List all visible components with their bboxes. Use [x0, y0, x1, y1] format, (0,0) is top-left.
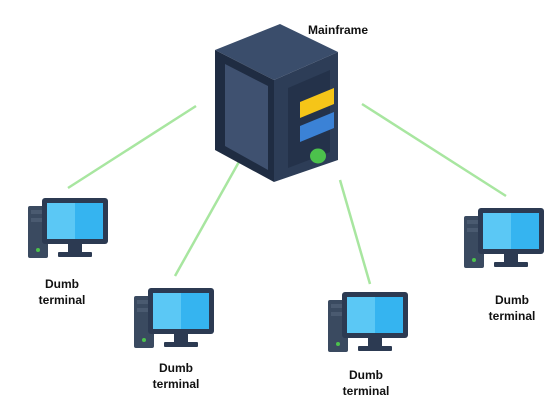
terminal-1-label: Dumb terminal — [22, 276, 102, 308]
terminal-3-label: Dumb terminal — [326, 367, 406, 399]
terminal-4-label-line1: Dumb — [495, 293, 529, 307]
drive-bay-yellow — [300, 88, 334, 118]
mainframe-label-text: Mainframe — [307, 23, 369, 37]
drive-bay-blue — [300, 112, 334, 142]
power-button-icon — [310, 148, 326, 164]
terminal-2-computer — [134, 288, 214, 348]
connector-line-terminal-3 — [338, 179, 372, 285]
terminal-3-label-line2: terminal — [342, 384, 390, 398]
terminal-1-computer — [28, 198, 108, 258]
connector-line-terminal-1 — [67, 104, 197, 190]
desktop-computer-icon — [134, 288, 214, 348]
terminal-1-label-line2: terminal — [38, 293, 86, 307]
terminal-4-label: Dumb terminal — [472, 292, 547, 324]
connector-line-terminal-4 — [361, 102, 507, 198]
terminal-4-label-line2: terminal — [488, 309, 536, 323]
terminal-4-computer — [464, 208, 544, 268]
connector-line-terminal-2 — [173, 159, 242, 277]
desktop-computer-icon — [464, 208, 544, 268]
terminal-3-label-line1: Dumb — [349, 368, 383, 382]
terminal-3-computer — [328, 292, 408, 352]
desktop-computer-icon — [28, 198, 108, 258]
terminal-1-label-line1: Dumb — [45, 277, 79, 291]
server-tower-icon — [215, 24, 338, 182]
desktop-computer-icon — [328, 292, 408, 352]
mainframe-label: Mainframe — [298, 22, 378, 38]
connector-lines — [67, 102, 507, 285]
terminal-2-label-line1: Dumb — [159, 361, 193, 375]
terminal-2-label-line2: terminal — [152, 377, 200, 391]
terminal-2-label: Dumb terminal — [136, 360, 216, 392]
